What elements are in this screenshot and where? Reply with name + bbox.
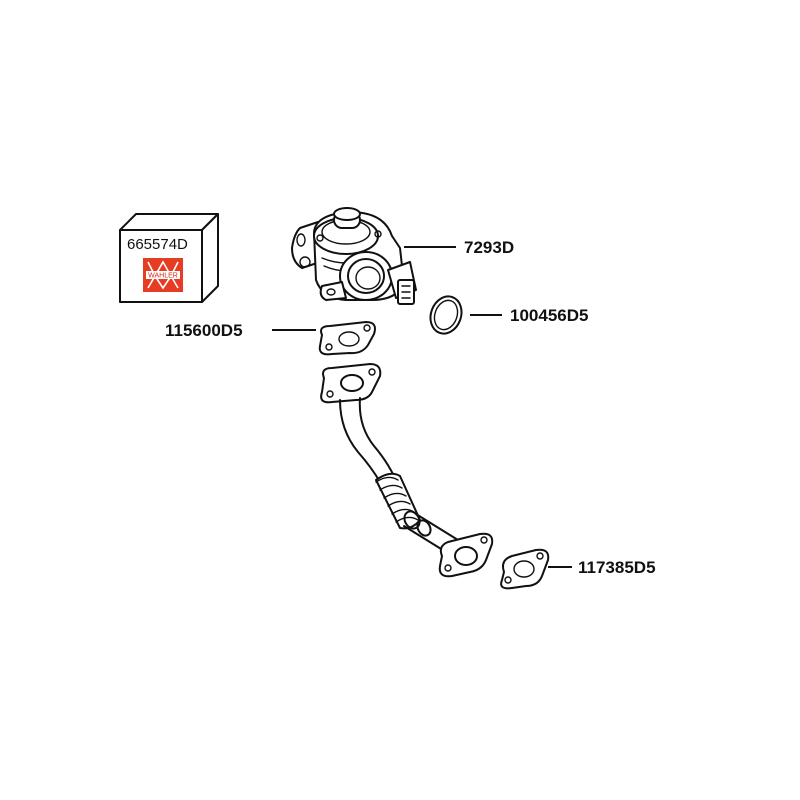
kit-box: 665574D WAHLER	[119, 213, 219, 303]
valve-gasket	[318, 321, 376, 356]
label-pipe-gasket: 117385D5	[578, 558, 656, 577]
egr-valve	[291, 207, 417, 305]
label-valve-gasket: 115600D5	[165, 321, 243, 340]
o-ring	[429, 295, 463, 335]
pipe-gasket	[500, 548, 550, 590]
wahler-logo-text: WAHLER	[148, 273, 178, 280]
kit-part-number: 665574D	[127, 236, 188, 253]
label-o-ring: 100456D5	[510, 306, 588, 325]
label-egr-valve: 7293D	[464, 238, 514, 257]
egr-pipe	[320, 363, 494, 578]
wahler-logo: WAHLER	[143, 258, 183, 292]
